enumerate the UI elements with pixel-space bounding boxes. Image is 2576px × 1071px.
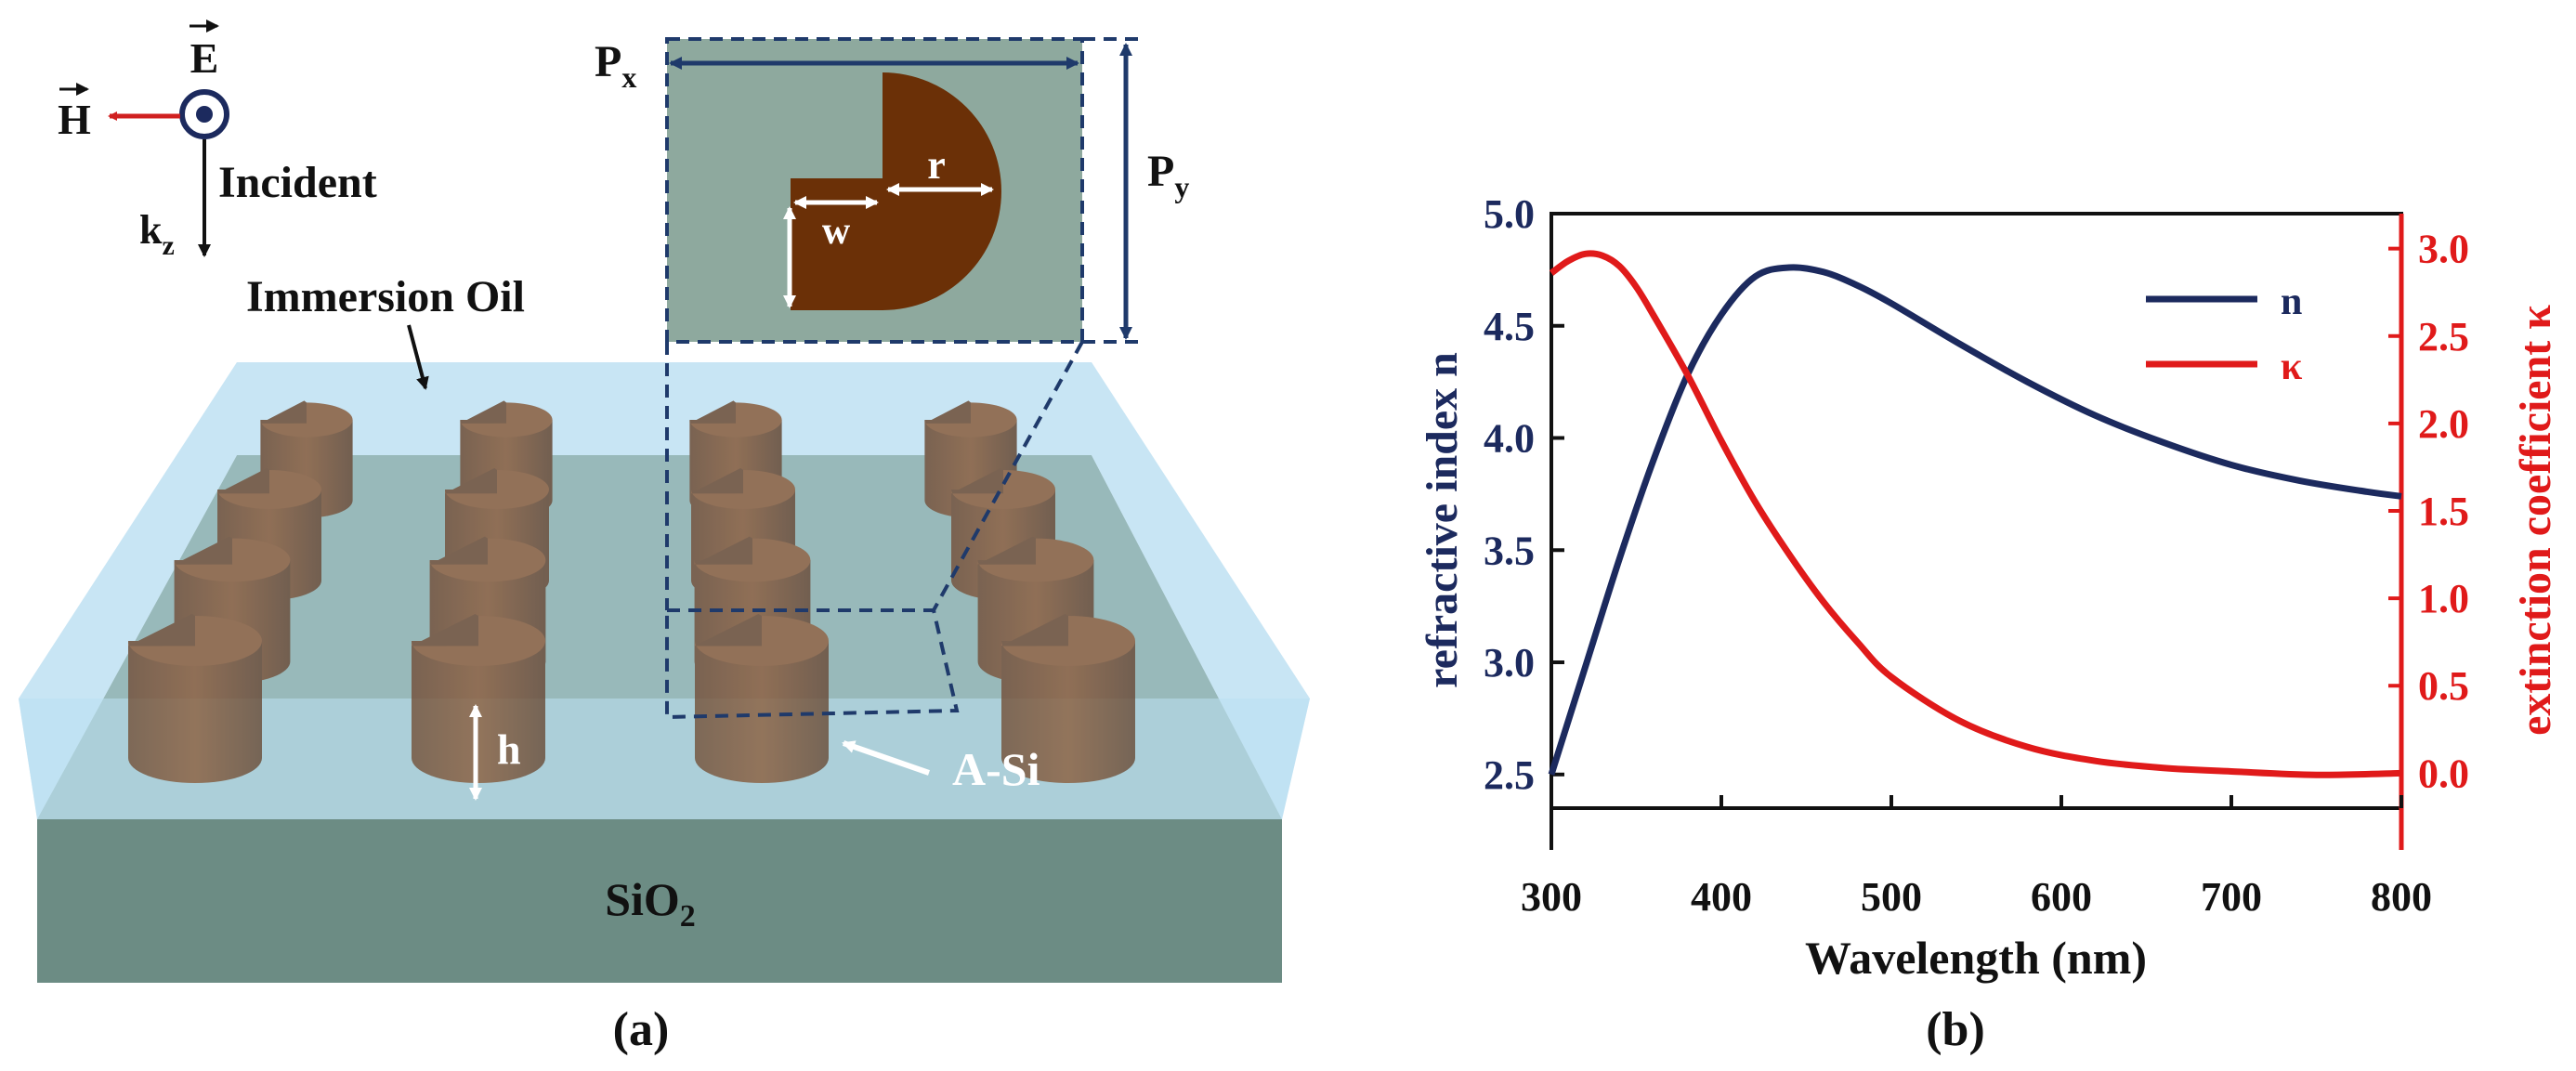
caption-b: (b) — [1926, 1003, 1985, 1056]
legend-n-label: n — [2281, 281, 2302, 323]
immersion-oil-label: Immersion Oil — [246, 272, 525, 321]
y-tick-label-left: 3.0 — [1484, 640, 1535, 686]
field-coordinate-system: E H kz Incident — [58, 20, 377, 261]
y-tick-label-right: 0.5 — [2418, 663, 2469, 709]
y-tick-label-right: 2.5 — [2418, 314, 2469, 359]
a-si-label: A-Si — [952, 743, 1040, 795]
a-si-arrow — [842, 740, 930, 776]
y-tick-label-left: 2.5 — [1484, 752, 1535, 798]
x-axis-title: Wavelength (nm) — [1805, 932, 2147, 984]
h-field-label: H — [58, 96, 91, 143]
substrate-label: SiO2 — [605, 873, 696, 934]
panel-b-chart: 300 400 500 600 700 800 2.5 3.0 3.5 4.0 4.5 5.0 0.0 0… — [1418, 191, 2560, 1056]
pillar — [1001, 614, 1135, 783]
legend-kappa-label: κ — [2281, 346, 2303, 388]
x-tick-label: 300 — [1521, 874, 1582, 920]
y-tick-label-right: 1.5 — [2418, 489, 2469, 534]
pillar-array — [128, 400, 1135, 783]
y-axis-title-left: refractive index n — [1418, 352, 1467, 688]
height-label: h — [497, 725, 521, 773]
immersion-oil-arrow — [407, 324, 429, 390]
r-label: r — [927, 142, 946, 188]
oil-top-overlay — [19, 362, 1310, 699]
y-tick-label-left: 5.0 — [1484, 191, 1535, 237]
py-label: Py — [1147, 147, 1189, 203]
y-tick-label-right: 2.0 — [2418, 401, 2469, 447]
y-tick-label-left: 4.0 — [1484, 416, 1535, 462]
k-label: kz — [139, 207, 175, 261]
unit-cell-outline — [665, 608, 960, 720]
zoom-line-right — [932, 341, 1084, 611]
substrate-front — [37, 819, 1282, 983]
x-tick-label: 500 — [1861, 874, 1922, 920]
unit-cell-inset: r w — [665, 37, 1144, 344]
y-tick-label-left: 3.5 — [1484, 528, 1535, 573]
oil-front-overlay — [19, 699, 1310, 819]
pillar — [695, 614, 829, 783]
px-label: Px — [595, 37, 636, 94]
series-n-line — [1548, 264, 2402, 776]
x-tick-label: 400 — [1691, 874, 1752, 920]
chart-legend: n κ — [2146, 281, 2303, 388]
x-tick-label: 700 — [2201, 874, 2262, 920]
oil-back-wall — [237, 362, 1092, 455]
y-tick-label-left: 4.5 — [1484, 304, 1535, 349]
x-tick-label: 800 — [2371, 874, 2432, 920]
plot-frame — [1550, 212, 2403, 810]
x-tick-label: 600 — [2031, 874, 2092, 920]
y-tick-label-right: 3.0 — [2418, 227, 2469, 272]
series-kappa-line — [1549, 250, 2402, 778]
pillar — [128, 614, 262, 783]
caption-a: (a) — [613, 1003, 670, 1056]
w-label: w — [822, 210, 851, 253]
e-field-label: E — [190, 34, 219, 82]
panel-a: r w Px Py E H — [19, 20, 1310, 1056]
y-tick-label-right: 0.0 — [2418, 751, 2469, 796]
chart-series — [1548, 250, 2402, 778]
y-tick-label-right: 1.0 — [2418, 576, 2469, 621]
y-axis-title-right: extinction coefficient κ — [2511, 305, 2560, 736]
chart-axes: 300 400 500 600 700 800 2.5 3.0 3.5 4.0 4.5 5.0 0.0 0… — [1484, 191, 2469, 920]
oil-front — [19, 699, 1310, 819]
incident-label: Incident — [218, 158, 377, 207]
